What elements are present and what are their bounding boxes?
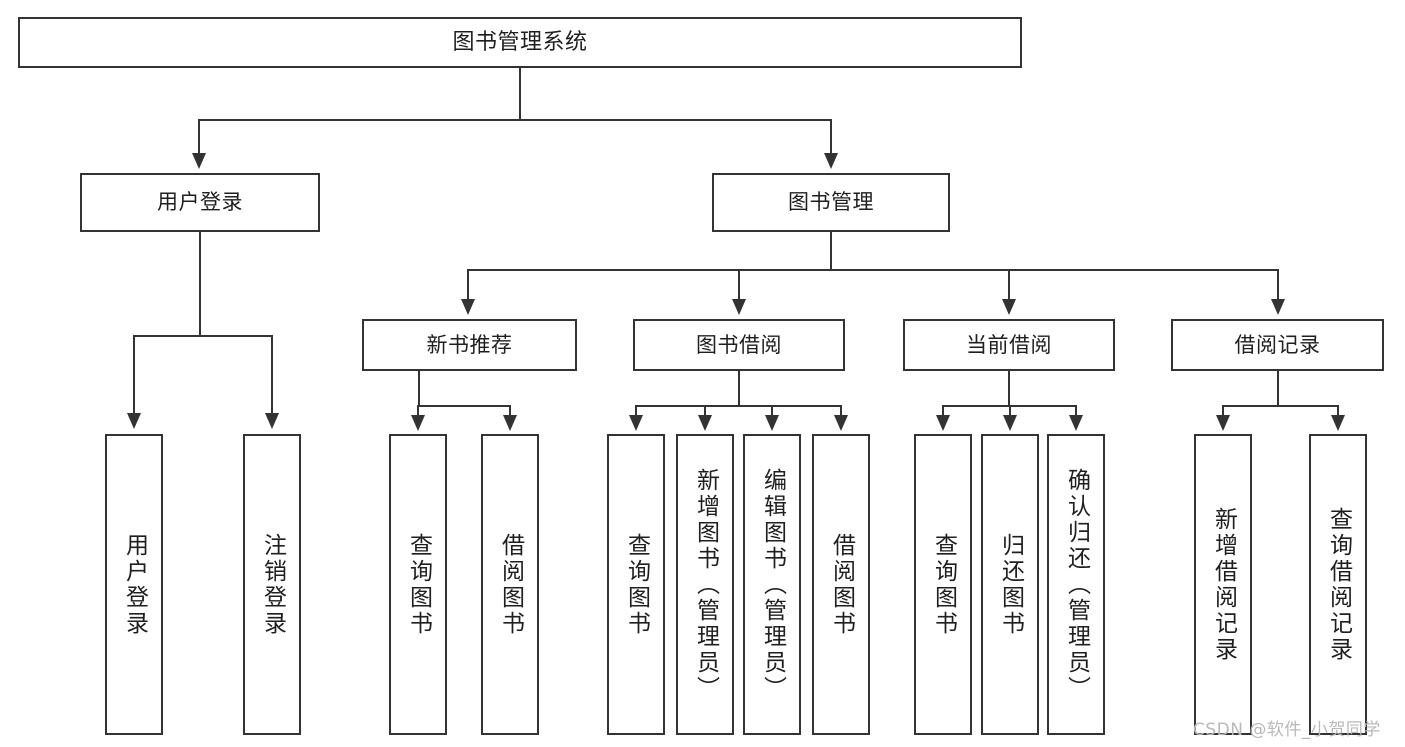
connector-user-login-stem [199,232,201,336]
connector-book-borrow-to-leaf-3 [771,405,773,417]
node-user-login[interactable]: 用户登录 [80,173,320,232]
connector-root-to-user-login [198,119,200,155]
node-borrow-record[interactable]: 借阅记录 [1171,319,1384,371]
connector-new-book-to-leaf-2 [509,405,511,417]
arrowhead-current-borrow-leaf-1 [936,415,950,431]
node-label: 图书管理系统 [452,29,588,55]
arrowhead-book-mgmt-new-book [461,299,475,315]
connector-book-borrow-bus [635,405,842,407]
leaf-new-book-query[interactable]: 查询图书 [389,434,447,735]
node-label: 新书推荐 [426,332,513,357]
node-label: 借阅记录 [1234,332,1321,357]
node-root-system[interactable]: 图书管理系统 [18,17,1022,68]
arrowhead-user-login-leaf-2 [265,413,279,429]
connector-current-borrow-to-leaf-1 [942,405,944,417]
node-label: 查询借阅记录 [1325,506,1352,663]
node-new-book-recommend[interactable]: 新书推荐 [362,319,577,371]
connector-book-mgmt-stem [830,232,832,271]
arrowhead-borrow-record-leaf-2 [1331,415,1345,431]
connector-book-mgmt-to-new-book [467,269,469,301]
arrowhead-book-borrow-leaf-2 [698,415,712,431]
node-label: 查询图书 [623,532,650,637]
leaf-current-return-book[interactable]: 归还图书 [981,434,1039,735]
leaf-user-login-signout[interactable]: 注销登录 [243,434,301,735]
node-label: 新增借阅记录 [1210,506,1237,663]
node-label: 图书借阅 [696,332,782,357]
arrowhead-user-login-leaf-1 [127,413,141,429]
node-label: 确认归还（管理员） [1063,467,1090,702]
node-label: 归还图书 [997,532,1024,637]
node-label: 当前借阅 [966,332,1052,357]
leaf-record-add-record[interactable]: 新增借阅记录 [1194,434,1252,735]
connector-current-borrow-stem [1008,371,1010,407]
connector-user-login-bus [133,335,272,337]
leaf-borrow-edit-book-admin[interactable]: 编辑图书（管理员） [743,434,801,735]
arrowhead-current-borrow-leaf-3 [1069,415,1083,431]
node-label: 查询图书 [405,532,432,637]
connector-book-mgmt-to-borrow-record [1277,269,1279,301]
arrowhead-book-borrow-leaf-3 [765,415,779,431]
connector-current-borrow-to-leaf-2 [1009,405,1011,417]
arrowhead-current-borrow-leaf-2 [1003,415,1017,431]
arrowhead-book-borrow-leaf-1 [629,415,643,431]
arrowhead-book-mgmt-borrow-book [732,299,746,315]
node-label: 图书管理 [788,190,874,215]
arrowhead-book-mgmt-current-borrow [1002,299,1016,315]
connector-new-book-stem [418,371,420,407]
node-book-management[interactable]: 图书管理 [712,173,950,232]
node-label: 编辑图书（管理员） [759,467,786,702]
connector-user-login-to-leaf-1 [133,335,135,415]
arrowhead-book-borrow-leaf-4 [834,415,848,431]
leaf-user-login-signin[interactable]: 用户登录 [105,434,163,735]
leaf-current-confirm-return-admin[interactable]: 确认归还（管理员） [1047,434,1105,735]
leaf-record-query-record[interactable]: 查询借阅记录 [1309,434,1367,735]
node-label: 借阅图书 [828,532,855,637]
leaf-current-query-book[interactable]: 查询图书 [914,434,972,735]
leaf-borrow-add-book-admin[interactable]: 新增图书（管理员） [676,434,734,735]
connector-book-mgmt-to-borrow-book [738,269,740,301]
arrowhead-book-mgmt-borrow-record [1271,299,1285,315]
connector-book-borrow-stem [738,371,740,407]
arrowhead-borrow-record-leaf-1 [1216,415,1230,431]
node-label: 用户登录 [157,190,243,215]
leaf-borrow-borrow-book[interactable]: 借阅图书 [812,434,870,735]
connector-root-stem [519,68,521,120]
node-current-borrow[interactable]: 当前借阅 [903,319,1115,371]
connector-borrow-record-stem [1277,371,1279,407]
leaf-new-book-borrow[interactable]: 借阅图书 [481,434,539,735]
connector-borrow-record-to-leaf-2 [1337,405,1339,417]
node-label: 查询图书 [930,532,957,637]
arrowhead-root-to-book-mgmt [824,153,838,169]
connector-book-mgmt-to-current-borrow [1008,269,1010,301]
leaf-borrow-query-book[interactable]: 查询图书 [607,434,665,735]
arrowhead-new-book-leaf-2 [503,415,517,431]
arrowhead-root-to-user-login [192,153,206,169]
arrowhead-new-book-leaf-1 [411,415,425,431]
connector-user-login-to-leaf-2 [271,335,273,415]
node-book-borrow[interactable]: 图书借阅 [633,319,845,371]
connector-borrow-record-to-leaf-1 [1222,405,1224,417]
node-label: 用户登录 [121,532,148,637]
connector-root-to-book-mgmt [830,119,832,155]
connector-borrow-record-bus [1222,405,1338,407]
node-label: 借阅图书 [497,532,524,637]
node-label: 注销登录 [259,532,286,637]
connector-root-bus [198,119,832,121]
connector-book-borrow-to-leaf-1 [635,405,637,417]
connector-book-borrow-to-leaf-2 [704,405,706,417]
node-label: 新增图书（管理员） [692,467,719,702]
connector-current-borrow-to-leaf-3 [1075,405,1077,417]
connector-new-book-bus [417,405,511,407]
connector-book-borrow-to-leaf-4 [840,405,842,417]
connector-book-mgmt-bus [467,269,1279,271]
connector-new-book-to-leaf-1 [417,405,419,417]
